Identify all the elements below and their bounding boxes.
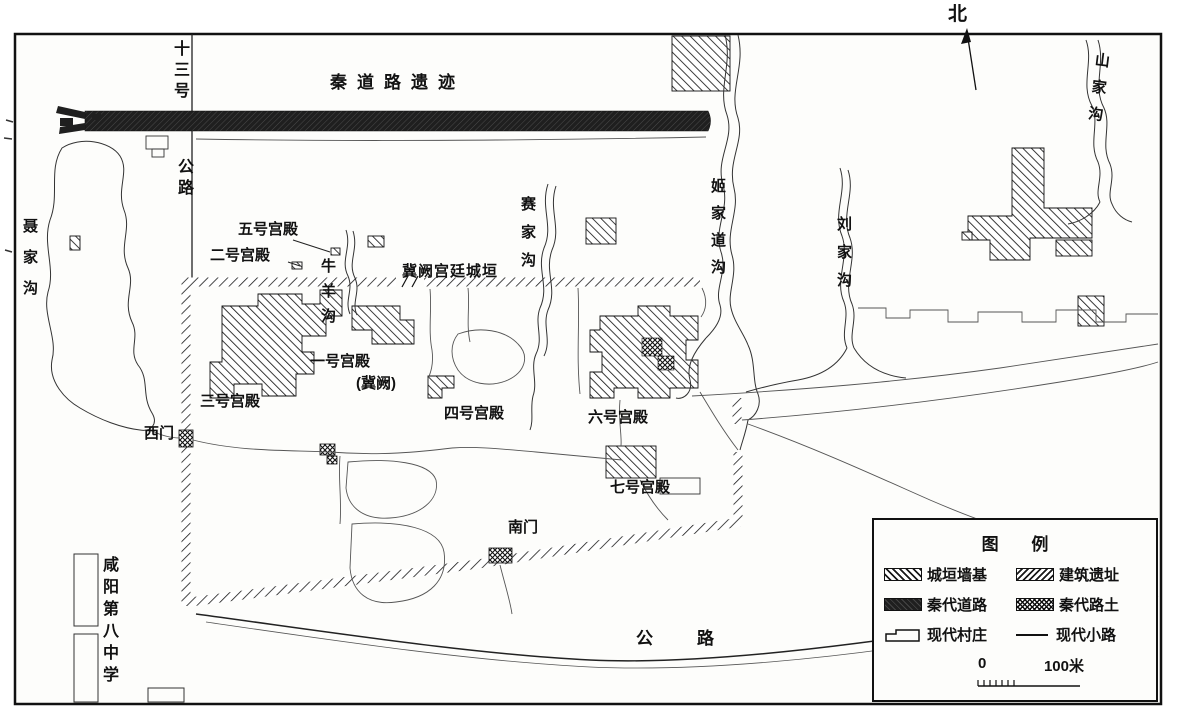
scale-start: 0 [978,655,987,672]
label-liujiagou: 刘家沟 [835,216,852,300]
label-highway13-lower: 公路 [175,158,192,200]
legend-label: 城垣墙基 [927,567,988,584]
legend-label: 建筑遗址 [1059,567,1120,584]
scale-bar: 0 100米 [976,655,1086,694]
label-palace4: 四号宫殿 [444,405,505,422]
legend-label: 秦代路土 [1059,597,1120,614]
palace7-annex-outline [659,477,701,495]
modern-village-swatch-icon [884,628,922,642]
label-niuyanggou: 牛羊沟 [319,258,336,333]
label-palace1: 一号宫殿 [310,353,371,370]
gate-road-soil-patches [178,429,513,564]
label-palace3: 三号宫殿 [200,393,261,410]
village-outlines-top-left [145,135,169,158]
legend: 图 例 城垣墙基 建筑遗址 秦代道路 秦代路土 现代村 [872,518,1158,702]
legend-item-modern-path: 现代小路 [1016,624,1146,645]
legend-title: 图 例 [981,535,1063,554]
legend-item-modern-village: 现代村庄 [884,624,1014,645]
label-saijiagou: 赛家沟 [519,196,536,280]
label-niejiagou: 聂家沟 [21,218,38,311]
modern-path-lines [149,136,1159,615]
label-palace2: 二号宫殿 [210,247,271,264]
label-west-gate: 西门 [144,425,175,442]
palace6-dark-patches [641,337,675,371]
qin-road-band [56,106,711,134]
scale-bar-ticks [977,680,1080,687]
north-arrow-icon [961,28,977,91]
school-outline [73,553,185,703]
legend-label: 现代村庄 [927,627,988,644]
label-pointer-lines [287,239,331,267]
label-palace5: 五号宫殿 [238,221,299,238]
modern-path-swatch-icon [1016,633,1048,636]
label-qin-road-remains: 秦道路遗迹 [330,73,465,92]
gully-lines [46,34,1133,451]
label-palace-wall: 冀阙宫廷城垣 [402,263,499,280]
building-remains-swatch-icon [1016,568,1054,581]
palace-remains-shapes [69,35,1105,479]
wall-foundation-swatch-icon [884,568,922,581]
legend-item-qin-road: 秦代道路 [884,594,1014,615]
label-north: 北 [948,4,968,25]
legend-grid: 城垣墙基 建筑遗址 秦代道路 秦代路土 现代村庄 [884,564,1146,645]
label-highway-bottom: 公路 [636,629,758,648]
label-jijiadaogou: 姬家道沟 [709,178,726,286]
legend-item-wall-foundation: 城垣墙基 [884,564,1014,585]
scan-margin-marks [3,119,14,253]
legend-label: 秦代道路 [927,597,988,614]
label-jique: (冀阙) [356,375,396,392]
label-highway13-upper: 十三号 [171,40,188,103]
legend-item-qin-road-soil: 秦代路土 [1016,594,1146,615]
qin-road-swatch-icon [884,598,922,611]
wall-gap-marks [401,275,419,288]
label-palace7: 七号宫殿 [610,479,671,496]
legend-label: 现代小路 [1056,627,1117,644]
label-school: 咸阳第八中学 [100,556,117,688]
label-south-gate: 南门 [508,519,539,536]
legend-item-building-remains: 建筑遗址 [1016,564,1146,585]
scale-end: 100米 [1043,658,1084,675]
label-palace6: 六号宫殿 [588,409,649,426]
qin-road-soil-swatch-icon [1016,598,1054,611]
